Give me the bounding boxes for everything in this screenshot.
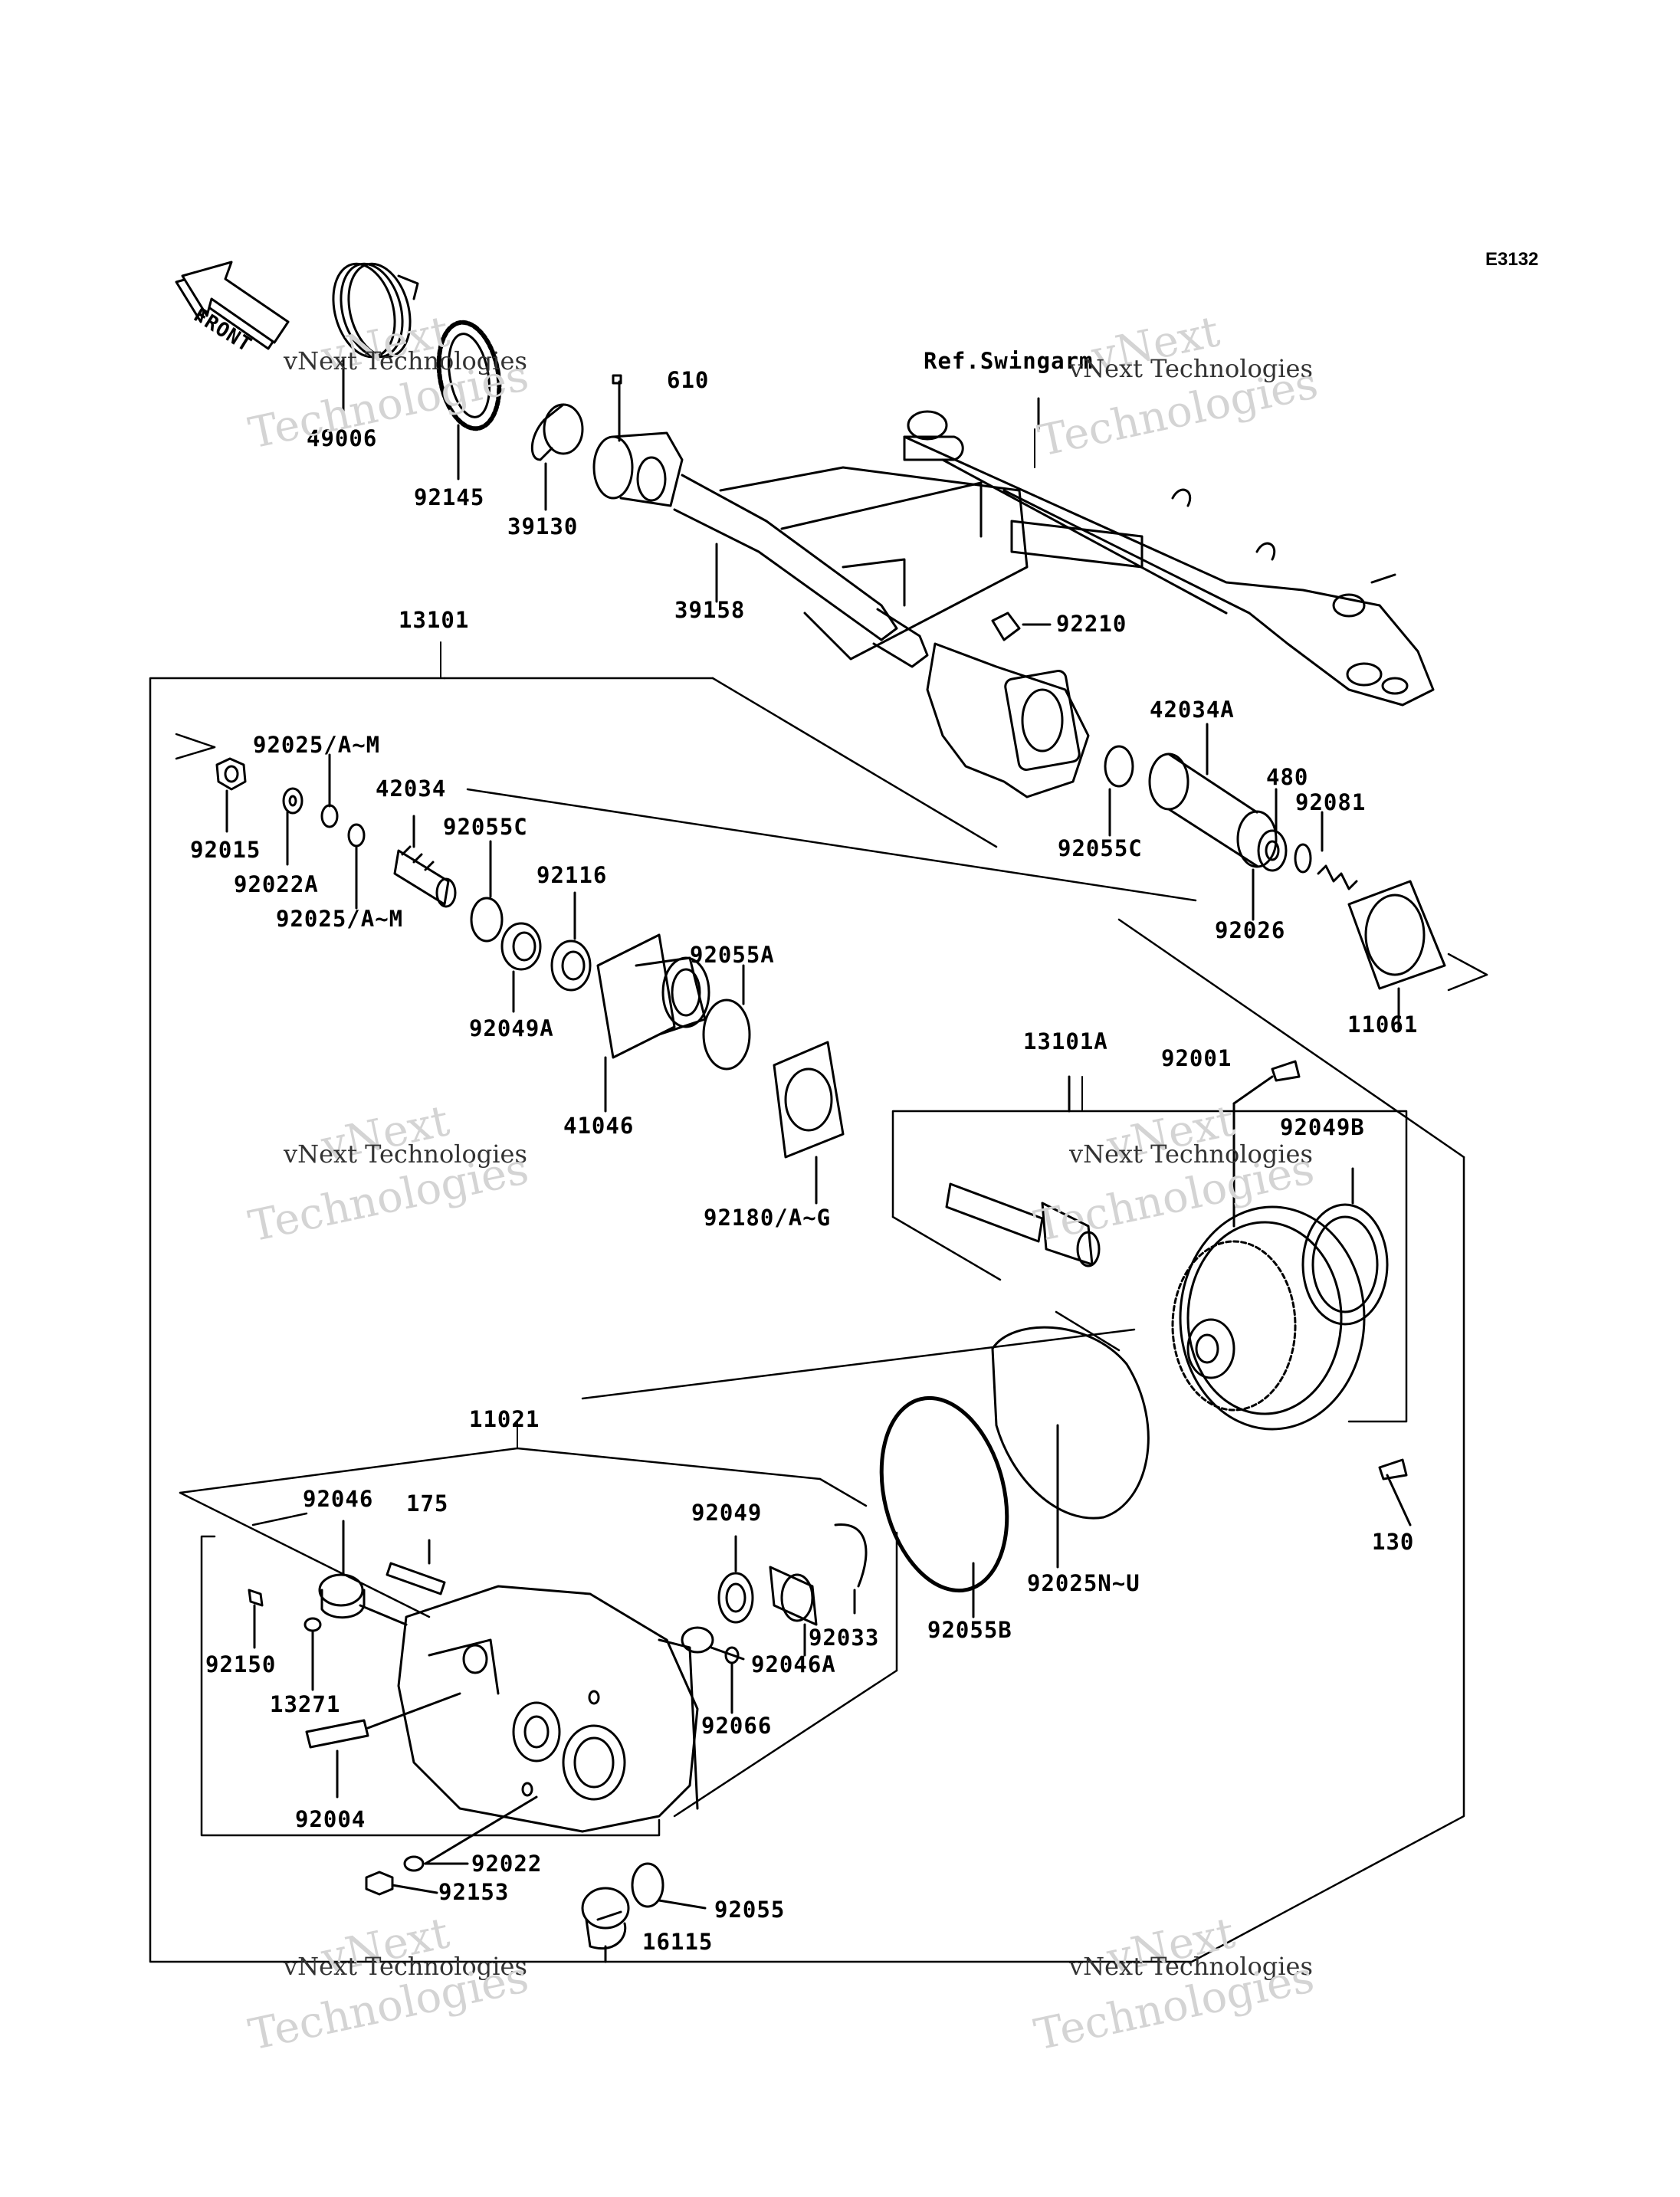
drain-parts	[365, 1795, 707, 1963]
part-label-92055a: 92055A	[690, 942, 775, 968]
diagram-code: E3132	[1485, 249, 1539, 270]
final-gear-case-11021	[397, 1585, 699, 1833]
stud-175	[386, 1539, 446, 1595]
front-arrow-icon	[175, 261, 290, 350]
part-label-92033: 92033	[809, 1625, 880, 1651]
bearing-housing-41046	[596, 933, 710, 1113]
part-label-92081: 92081	[1295, 789, 1367, 815]
part-label-41046: 41046	[563, 1113, 635, 1139]
assembly-outlines	[149, 677, 1488, 1963]
part-label-13271: 13271	[270, 1691, 341, 1717]
drive-shaft-39158	[592, 374, 929, 668]
clamp-49006	[332, 262, 419, 415]
part-label-480: 480	[1266, 764, 1309, 790]
bearing-92116	[550, 891, 592, 992]
part-label-92049a: 92049A	[469, 1015, 554, 1041]
part-label-92150: 92150	[205, 1651, 277, 1677]
spring-92081	[1294, 811, 1358, 890]
small-parts-upper	[215, 753, 366, 910]
bearing-92049a	[500, 922, 542, 1013]
part-label-175: 175	[406, 1490, 449, 1517]
part-label-92055b: 92055B	[927, 1617, 1012, 1643]
seal-92049b	[1301, 1167, 1389, 1326]
part-label-92180-a-g: 92180/A~G	[704, 1205, 832, 1231]
part-label-92046: 92046	[303, 1486, 374, 1512]
part-label-92004: 92004	[295, 1806, 366, 1832]
part-label-92001: 92001	[1161, 1045, 1232, 1071]
part-label-49006: 49006	[307, 425, 378, 451]
shim-92180	[773, 1041, 845, 1205]
part-label-92055c: 92055C	[443, 814, 528, 840]
swingarm	[719, 397, 1435, 707]
part-label-92145: 92145	[414, 484, 485, 510]
part-label-92055: 92055	[714, 1897, 786, 1923]
part-label-13101: 13101	[399, 607, 470, 633]
part-label-92055c-right: 92055C	[1058, 835, 1143, 861]
bolt-92001	[1232, 1060, 1301, 1228]
gear-housing	[926, 612, 1090, 798]
spring-ring-92145	[436, 320, 502, 480]
part-label-92025-a-m-bottom: 92025/A~M	[276, 906, 404, 932]
part-label-92015: 92015	[190, 837, 261, 863]
part-label-16115: 16115	[642, 1929, 714, 1955]
ring-gear	[1171, 1205, 1366, 1431]
part-label-92210: 92210	[1056, 611, 1127, 637]
stud-92004	[305, 1692, 461, 1799]
part-label-11021: 11021	[469, 1406, 540, 1432]
oring-92055a	[702, 998, 751, 1071]
part-label-92025-a-m-top: 92025/A~M	[253, 732, 381, 758]
oring-92055c-right	[1104, 745, 1134, 788]
pinion-gear-13101a	[945, 1075, 1101, 1267]
leader-lines	[440, 428, 1083, 1449]
part-label-92049: 92049	[691, 1500, 763, 1526]
part-label-92022: 92022	[471, 1851, 543, 1877]
part-label-92025n-u: 92025N~U	[1027, 1570, 1140, 1596]
oring-92055c	[470, 897, 504, 943]
parts-92049-92033	[681, 1523, 868, 1714]
part-label-11061: 11061	[1347, 1012, 1419, 1038]
gasket-11061	[1347, 880, 1446, 1032]
sleeve-42034a	[1148, 723, 1278, 868]
bushing-92046	[318, 1520, 408, 1626]
shim-480	[1252, 788, 1288, 921]
part-label-39158: 39158	[674, 597, 746, 623]
part-label-92049b: 92049B	[1280, 1114, 1365, 1140]
part-label-92153: 92153	[438, 1879, 510, 1905]
part-label-92116: 92116	[536, 862, 608, 888]
part-label-42034a: 42034A	[1150, 697, 1235, 723]
oring-92055b	[879, 1395, 1009, 1618]
pinion-42034	[393, 815, 457, 908]
part-label-92026: 92026	[1215, 917, 1286, 943]
boot-39130	[530, 403, 584, 511]
part-label-92022a: 92022A	[234, 871, 319, 897]
part-label-130: 130	[1372, 1529, 1415, 1555]
part-label-610: 610	[667, 367, 710, 393]
part-label-39130: 39130	[507, 513, 579, 539]
shim-92025n	[991, 1326, 1150, 1569]
part-label-92046a: 92046A	[751, 1651, 836, 1677]
part-label-13101a: 13101A	[1023, 1028, 1108, 1054]
small-parts-lower-left	[248, 1589, 322, 1691]
part-label-42034: 42034	[376, 776, 447, 802]
part-label-92066: 92066	[701, 1713, 773, 1739]
part-label-ref-swingarm: Ref.Swingarm	[924, 348, 1094, 374]
bolt-130	[1378, 1458, 1412, 1526]
